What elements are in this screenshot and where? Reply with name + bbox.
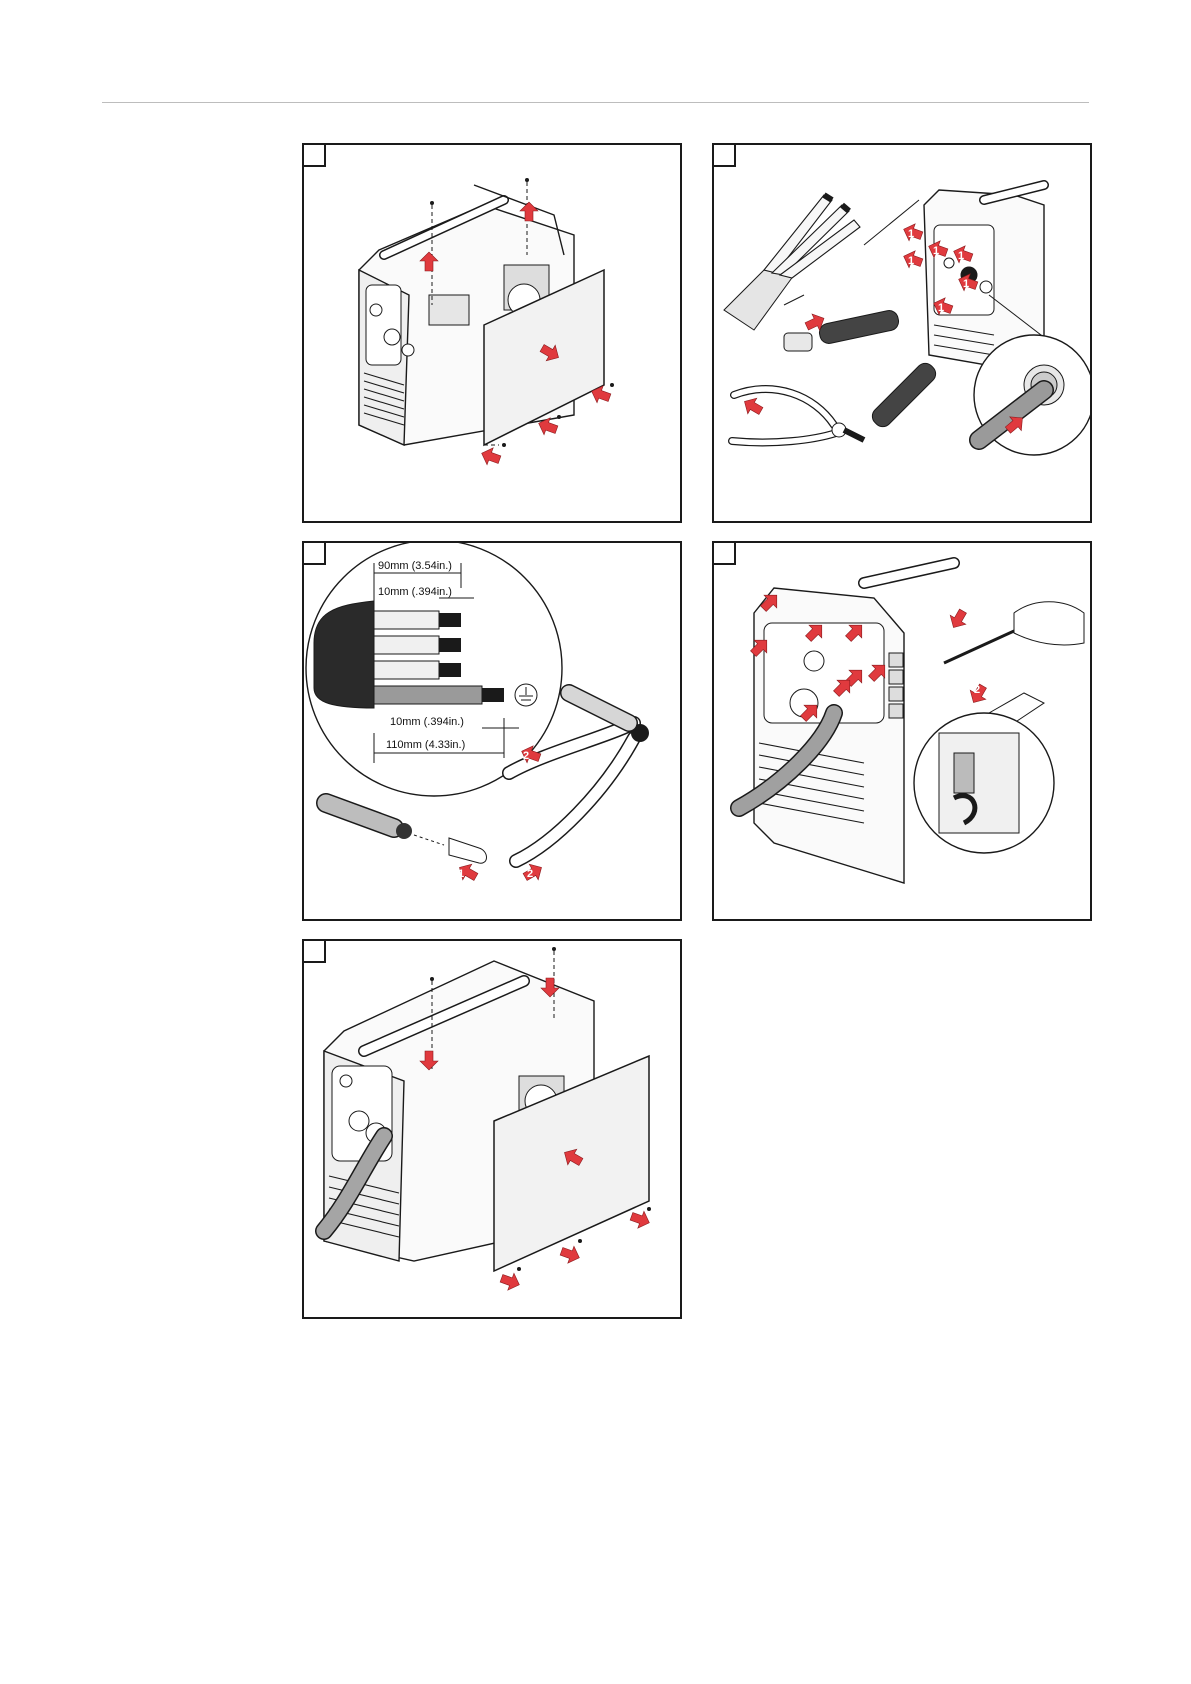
- callout-label: 1: [933, 245, 939, 257]
- step-4-illustration: 2: [712, 541, 1092, 921]
- strip-lengths-drawing: 90mm (3.54in.) 10mm (.394in.) 10mm (.394…: [304, 543, 680, 919]
- dim-ground-overall: 110mm (4.33in.): [386, 739, 465, 751]
- step-2-illustration: 1 1 1 1 1 1: [712, 143, 1092, 523]
- step-number-box: [304, 145, 326, 167]
- refit-side-panel-drawing: [304, 941, 680, 1317]
- step-5-illustration: [302, 939, 682, 1319]
- step-3-illustration: 90mm (3.54in.) 10mm (.394in.) 10mm (.394…: [302, 541, 682, 921]
- callout-label: 2: [527, 868, 533, 880]
- dim-ground-conductor-strip: 10mm (.394in.): [390, 716, 464, 728]
- callout-label: 2: [974, 684, 980, 696]
- callout-label: 1: [908, 255, 914, 267]
- step-number-box: [304, 543, 326, 565]
- callout-label: 1: [958, 250, 964, 262]
- step-number-box: [714, 543, 736, 565]
- step-number-box: [714, 145, 736, 167]
- connect-conductors-drawing: 2: [714, 543, 1090, 919]
- remove-side-panel-drawing: [304, 145, 680, 521]
- callout-label: 1: [908, 228, 914, 240]
- dim-overall-strip: 90mm (3.54in.): [378, 560, 452, 572]
- mount-cable-gland-drawing: 1 1 1 1 1 1: [714, 145, 1090, 521]
- step-1-illustration: [302, 143, 682, 523]
- callout-label: 1: [938, 302, 944, 314]
- callout-label: 2: [523, 750, 529, 762]
- step-number-box: [304, 941, 326, 963]
- callout-label: 1: [458, 868, 464, 880]
- callout-label: 1: [963, 278, 969, 290]
- dim-conductor-strip: 10mm (.394in.): [378, 586, 452, 598]
- header-rule: [102, 102, 1089, 103]
